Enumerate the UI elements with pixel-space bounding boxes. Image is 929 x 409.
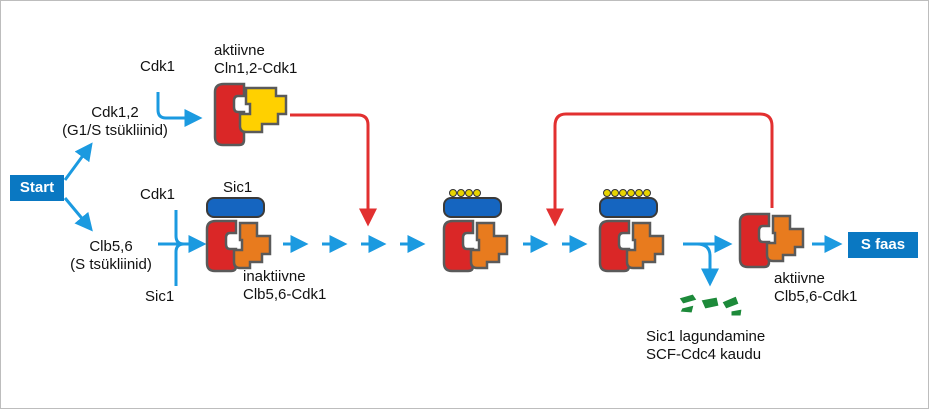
phospho-dot [619, 189, 627, 197]
red-arrow-clb-feedback [546, 112, 774, 227]
phospho-dot [473, 189, 481, 197]
clb56-cdk1-active-complex [738, 212, 805, 269]
clb56-cdk1-complex-2 [442, 219, 509, 273]
s-phase-box: S faas [848, 232, 918, 258]
active-clb-line1: aktiivne [774, 270, 825, 287]
cdk1-top-label: Cdk1 [140, 58, 176, 75]
phospho-dot [449, 189, 457, 197]
phospho-dot [603, 189, 611, 197]
sic1-top-label: Sic1 [223, 179, 253, 196]
active-cln-line2: Cln1,2-Cdk1 [214, 60, 298, 77]
active-cln-label: aktiivne Cln1,2-Cdk1 [214, 42, 297, 78]
phospho-dot [611, 189, 619, 197]
clb56-line2: (S tsükliinid) [70, 256, 152, 273]
degradation-line1: Sic1 lagundamine [646, 328, 766, 345]
start-box: Start [10, 175, 64, 201]
cdk12-line2: (G1/S tsükliinid) [62, 122, 168, 139]
cdk1-mid-label: Cdk1 [140, 186, 176, 203]
degradation-label: Sic1 lagundamine SCF-Cdc4 kaudu [646, 328, 765, 364]
arrow-to-degradation [696, 242, 719, 287]
clb56-line1: Clb5,6 [89, 238, 133, 255]
arrow-cdk1-join-mid [174, 210, 198, 246]
clb56-label: Clb5,6 (S tsükliinid) [56, 238, 166, 274]
cdk12-label: Cdk1,2 (G1/S tsükliinid) [52, 104, 178, 140]
sic1-inhibitor [206, 197, 265, 218]
inactive-line2: Clb5,6-Cdk1 [243, 286, 327, 303]
cln12-cdk1-complex [213, 82, 288, 147]
phospho-dot [465, 189, 473, 197]
clb56-cdk1-inactive-complex [205, 219, 272, 273]
phospho-dot [457, 189, 465, 197]
clb56-cdk1-complex-3 [598, 219, 665, 273]
sic1-bottom-label: Sic1 [145, 288, 175, 305]
arrow-start-to-clb56 [63, 197, 93, 232]
sic1-phospho-6 [599, 197, 658, 218]
phospho-dot [627, 189, 635, 197]
phospho-dot [635, 189, 643, 197]
active-clb-line2: Clb5,6-Cdk1 [774, 288, 858, 305]
arrow-sic1-join-bottom [174, 242, 185, 286]
cdk12-line1: Cdk1,2 [91, 104, 139, 121]
active-clb-label: aktiivne Clb5,6-Cdk1 [774, 270, 857, 306]
arrow-cdk1-join-top [156, 92, 203, 127]
arrow-start-to-cdk12 [63, 142, 93, 181]
inactive-line1: inaktiivne [243, 268, 306, 285]
phospho-dot [643, 189, 651, 197]
sic1-degraded-fragments [678, 293, 743, 317]
red-arrow-cln-to-pathway [290, 113, 377, 227]
degradation-line2: SCF-Cdc4 kaudu [646, 346, 762, 363]
inactive-complex-label: inaktiivne Clb5,6-Cdk1 [243, 268, 326, 304]
sic1-phospho-4 [443, 197, 502, 218]
active-cln-line1: aktiivne [214, 42, 265, 59]
